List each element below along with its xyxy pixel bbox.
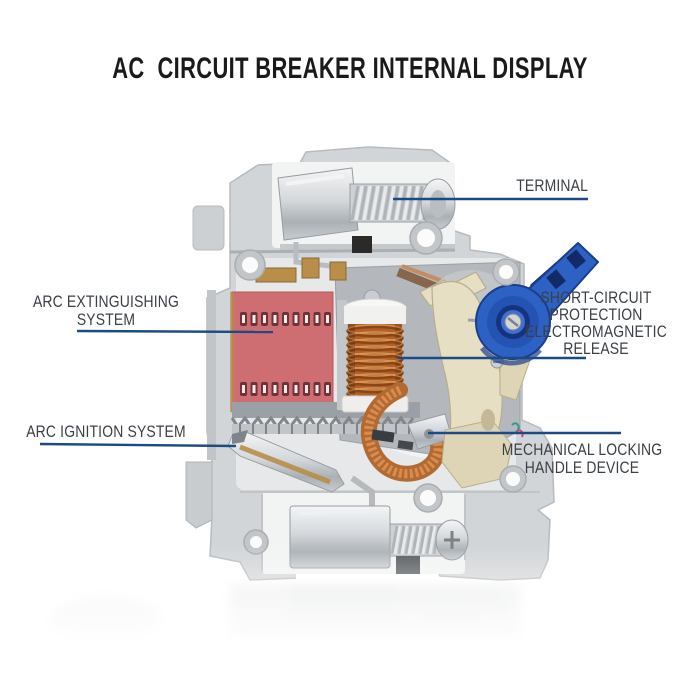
terminal-clamp: [277, 167, 359, 241]
arc-runner-contact: [227, 430, 345, 493]
toggle-handle: [467, 242, 599, 366]
bottom-fade: [0, 545, 700, 700]
leader-line-arc-extinguishing: [76, 329, 274, 334]
housing-holes: [234, 221, 527, 555]
top-terminal: [255, 167, 456, 283]
label-arc-ignition-system: ARC IGNITION SYSTEM: [26, 422, 186, 441]
page-title: AC CIRCUIT BREAKER INTERNAL DISPLAY: [112, 52, 588, 85]
leader-lines: [39, 197, 621, 448]
leader-line-arc-ignition: [39, 442, 237, 448]
label-terminal: TERMINAL: [516, 176, 588, 195]
arc-chute-slots-top: [240, 312, 331, 326]
terminal-screw: [349, 178, 456, 230]
label-short-circuit-release: SHORT-CIRCUIT PROTECTION ELECTROMAGNETIC…: [525, 288, 667, 358]
arc-chute-slots-bottom: [240, 382, 331, 396]
label-arc-extinguishing-system: ARC EXTINGUISHING SYSTEM: [32, 292, 180, 329]
contact-block: [352, 236, 372, 253]
label-mechanical-locking-handle: MECHANICAL LOCKING HANDLE DEVICE: [501, 440, 663, 477]
copper-braid: [360, 382, 453, 482]
